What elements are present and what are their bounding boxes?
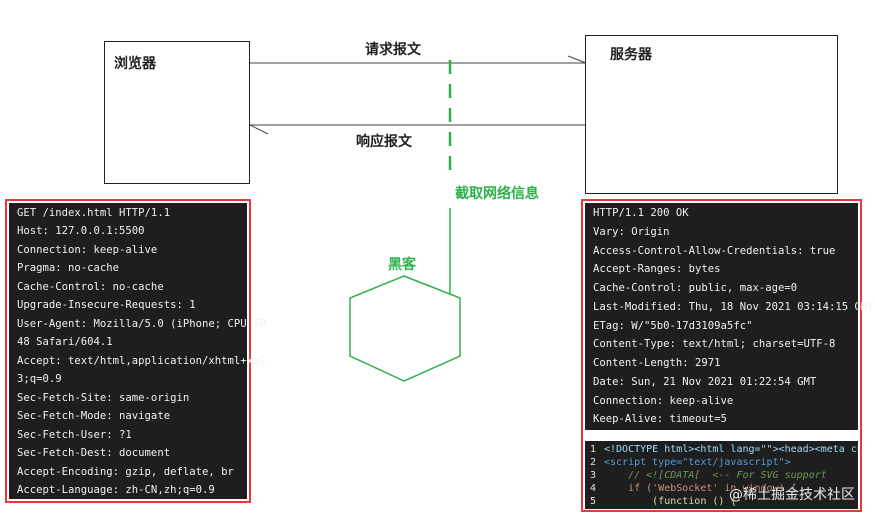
request-line: Sec-Fetch-Mode: navigate xyxy=(17,410,171,422)
code-text: if ('WebSocket' in window) { xyxy=(604,483,797,494)
code-text: (function () { xyxy=(604,496,737,507)
request-line: 48 Safari/604.1 xyxy=(17,336,113,348)
response-line: Connection: keep-alive xyxy=(593,395,734,407)
response-line: Cache-Control: public, max-age=0 xyxy=(593,282,798,294)
intercept-label: 截取网络信息 xyxy=(455,186,539,202)
browser-label: 浏览器 xyxy=(114,56,156,72)
response-line: Accept-Ranges: bytes xyxy=(593,263,721,275)
request-label: 请求报文 xyxy=(365,42,421,58)
watermark: @稀土掘金技术社区 xyxy=(729,487,855,503)
response-line: Access-Control-Allow-Credentials: true xyxy=(593,245,836,257)
response-line: Vary: Origin xyxy=(593,226,670,238)
request-line: Host: 127.0.0.1:5500 xyxy=(17,225,145,237)
code-text: <script type="text/javascript"> xyxy=(604,457,791,468)
request-line: GET /index.html HTTP/1.1 xyxy=(17,207,171,219)
hacker-label: 黑客 xyxy=(388,257,416,273)
line-number: 5 xyxy=(590,496,597,507)
request-line: Sec-Fetch-Site: same-origin xyxy=(17,392,190,404)
request-line: Accept-Encoding: gzip, deflate, br xyxy=(17,466,234,478)
response-line: Content-Type: text/html; charset=UTF-8 xyxy=(593,338,836,350)
request-line: Accept-Language: zh-CN,zh;q=0.9 xyxy=(17,484,215,496)
request-line: Upgrade-Insecure-Requests: 1 xyxy=(17,299,196,311)
request-line: Sec-Fetch-User: ?1 xyxy=(17,429,132,441)
code-line: 5 (function () { xyxy=(585,495,736,509)
line-number: 1 xyxy=(590,444,597,455)
response-line: Date: Sun, 21 Nov 2021 01:22:54 GMT xyxy=(593,376,817,388)
request-arrow-head xyxy=(567,55,587,64)
response-headers-panel: HTTP/1.1 200 OK Vary: Origin Access-Cont… xyxy=(581,199,874,512)
response-body-code: 1 <!DOCTYPE html><html lang=""><head><met… xyxy=(585,441,858,509)
request-line: Cache-Control: no-cache xyxy=(17,281,164,293)
request-headers-panel: GET /index.html HTTP/1.1 Host: 127.0.0.1… xyxy=(5,199,266,503)
code-text: // <![CDATA[ <-- For SVG support xyxy=(604,470,827,481)
response-arrow-head xyxy=(249,124,269,135)
code-line: 1 <!DOCTYPE html><html lang=""><head><met… xyxy=(585,443,858,457)
response-label: 响应报文 xyxy=(356,134,412,150)
code-text: <!DOCTYPE html><html lang=""><head><meta… xyxy=(604,444,858,455)
line-number: 4 xyxy=(590,483,597,494)
request-line: Pragma: no-cache xyxy=(17,262,120,274)
response-line: Last-Modified: Thu, 18 Nov 2021 03:14:15… xyxy=(593,301,874,313)
code-line: 2 <script type="text/javascript"> xyxy=(585,456,791,470)
line-number: 2 xyxy=(590,457,597,468)
code-line: 4 if ('WebSocket' in window) { xyxy=(585,482,797,496)
server-box xyxy=(585,35,838,194)
code-line: 3 // <![CDATA[ <-- For SVG support xyxy=(585,469,827,483)
request-line: Connection: keep-alive xyxy=(17,244,158,256)
hacker-hexagon xyxy=(349,275,461,382)
browser-box xyxy=(104,41,250,184)
request-line: Sec-Fetch-Dest: document xyxy=(17,447,171,459)
response-line: ETag: W/"5b0-17d3109a5fc" xyxy=(593,320,753,332)
line-number: 3 xyxy=(590,470,597,481)
server-label: 服务器 xyxy=(610,47,652,63)
response-line: Content-Length: 2971 xyxy=(593,357,721,369)
request-line: 3;q=0.9 xyxy=(17,373,62,385)
response-line: HTTP/1.1 200 OK xyxy=(593,207,689,219)
request-line: Accept: text/html,application/xhtml+xml xyxy=(17,355,266,367)
request-line: User-Agent: Mozilla/5.0 (iPhone; CPU iP xyxy=(17,318,266,330)
response-line: Keep-Alive: timeout=5 xyxy=(593,413,727,425)
